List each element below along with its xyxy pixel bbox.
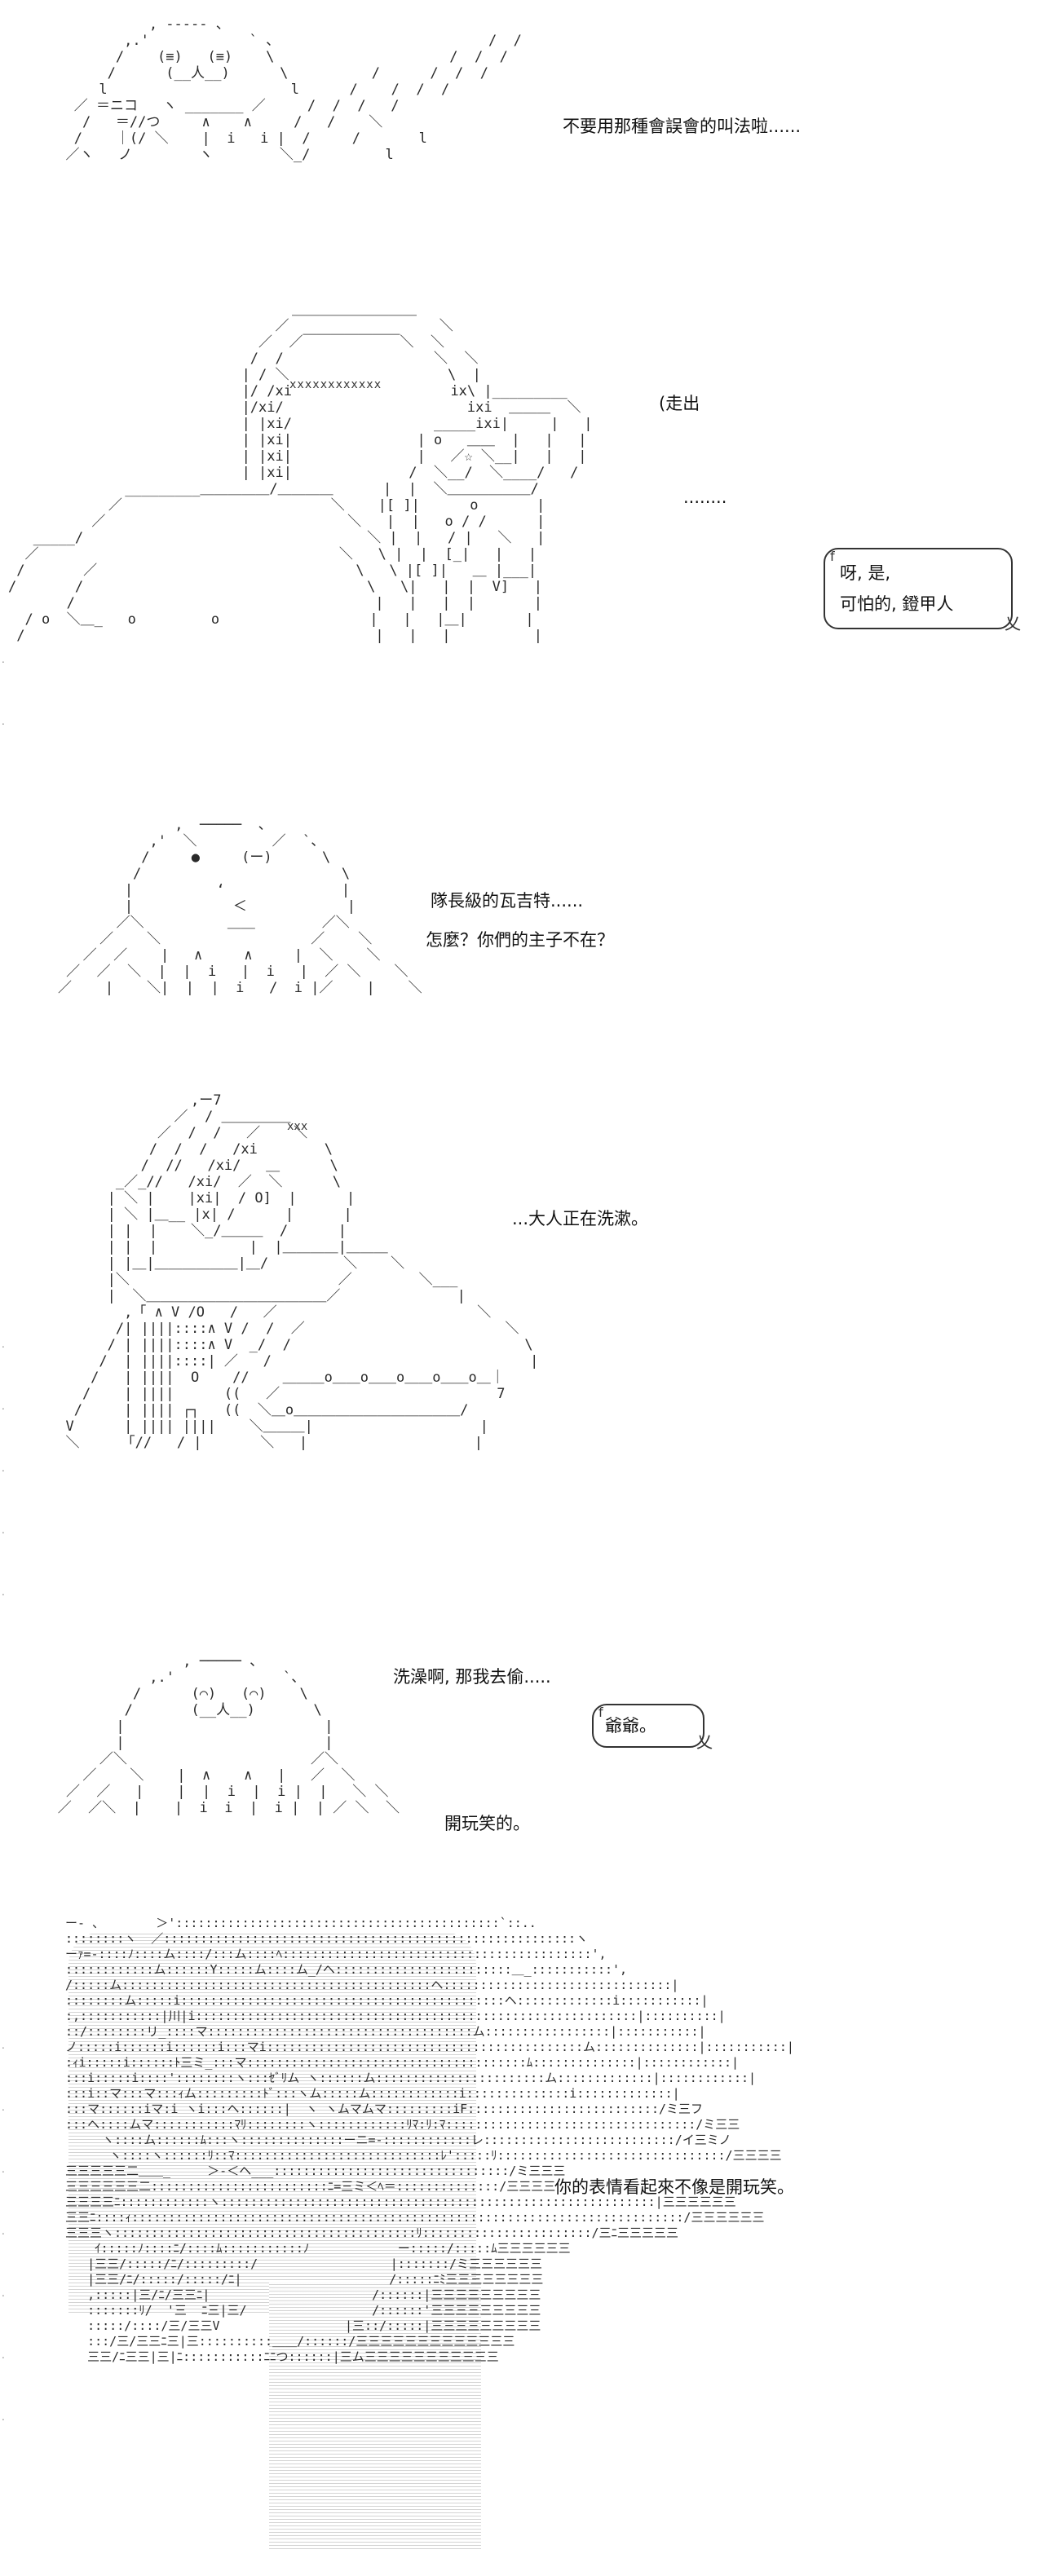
armor-pattern-label: xxxxxxxxxxxx bbox=[289, 378, 382, 391]
ascii-art-blob-character: , ----- 、 ,.' ` 、 / / / (≡) (≡) \ / / / … bbox=[65, 16, 522, 163]
bubble-mark: f bbox=[598, 1705, 603, 1720]
dialogue-line: 怎麼？你們的主子不在？ bbox=[426, 930, 614, 950]
bubble-mark: f bbox=[830, 549, 835, 564]
bubble-tail: 乂 bbox=[696, 1732, 713, 1752]
shaded-figure-fill bbox=[68, 1932, 476, 2315]
panel-4: ,ー7 ／ / ＿＿＿＿＿ ／ / / ／ ＼ / / / /xi \ / //… bbox=[0, 1084, 1060, 1622]
bubble-line: 爺爺。 bbox=[605, 1716, 656, 1736]
dialogue-line: 不要用那種會誤會的叫法啦...... bbox=[563, 117, 802, 136]
edge-dots: . . . . . bbox=[2, 1339, 5, 1598]
edge-dots: . . . . . . . bbox=[2, 2040, 5, 2423]
dialogue-line: ........ bbox=[683, 487, 727, 507]
panel-5: , ───── 、 ,.' `、 / (⌒) (⌒) \ / (__人__) \… bbox=[0, 1647, 1060, 1891]
speech-bubble: f 爺爺。 乂 bbox=[592, 1704, 713, 1752]
speech-bubble: f 呀, 是, 可怕的, 鐙甲人 乂 bbox=[824, 548, 1021, 633]
dialogue-line: 洗澡啊, 那我去偷..... bbox=[393, 1667, 551, 1687]
ascii-art-armored-knight: ＿＿＿＿＿＿＿＿＿ ／ ＼ ／ ／￣￣￣￣￣￣￣＼ ＼ / / ＼ ＼ | / … bbox=[8, 302, 593, 644]
edge-dots: . . bbox=[2, 654, 5, 727]
dialogue-line: 開玩笑的。 bbox=[444, 1814, 530, 1833]
panel-2: ＿＿＿＿＿＿＿＿＿ ／ ＼ ／ ／￣￣￣￣￣￣￣＼ ＼ / / ＼ ＼ | / … bbox=[0, 293, 1060, 783]
panel-6: ー- 、 ＞':::::::::::::::::::::::::::::::::… bbox=[0, 1899, 1060, 2568]
dialogue-line: ...大人正在洗漱。 bbox=[512, 1209, 649, 1228]
panel-3: , ───── 、 ,' ＼ ／ `、 / ● (ー) \ / \ | ‘ | … bbox=[0, 807, 1060, 1068]
panel-1: , ----- 、 ,.' ` 、 / / / (≡) (≡) \ / / / … bbox=[0, 0, 1060, 261]
dialogue-line: 你的表情看起來不像是開玩笑。 bbox=[554, 2177, 794, 2197]
dialogue-line: 隊長級的瓦吉特...... bbox=[431, 891, 584, 911]
ascii-art-blob-character-suspicious: , ───── 、 ,' ＼ ／ `、 / ● (ー) \ / \ | ‘ | … bbox=[57, 817, 422, 996]
ascii-art-blob-character-grin: , ───── 、 ,.' `、 / (⌒) (⌒) \ / (__人__) \… bbox=[57, 1653, 400, 1816]
bubble-line: 呀, 是, bbox=[840, 563, 891, 583]
dialogue-line: (走出 bbox=[659, 394, 700, 413]
ascii-art-knight-with-shield: ,ー7 ／ / ＿＿＿＿＿ ／ / / ／ ＼ / / / /xi \ / //… bbox=[65, 1092, 539, 1451]
bubble-line: 可怕的, 鐙甲人 bbox=[840, 594, 954, 614]
ascii-art-close-up-face: ー- 、 ＞':::::::::::::::::::::::::::::::::… bbox=[65, 1916, 794, 2364]
armor-pattern-label: xxx bbox=[287, 1120, 308, 1133]
shaded-body-fill bbox=[269, 2283, 481, 2552]
bubble-tail: 乂 bbox=[1005, 614, 1021, 633]
